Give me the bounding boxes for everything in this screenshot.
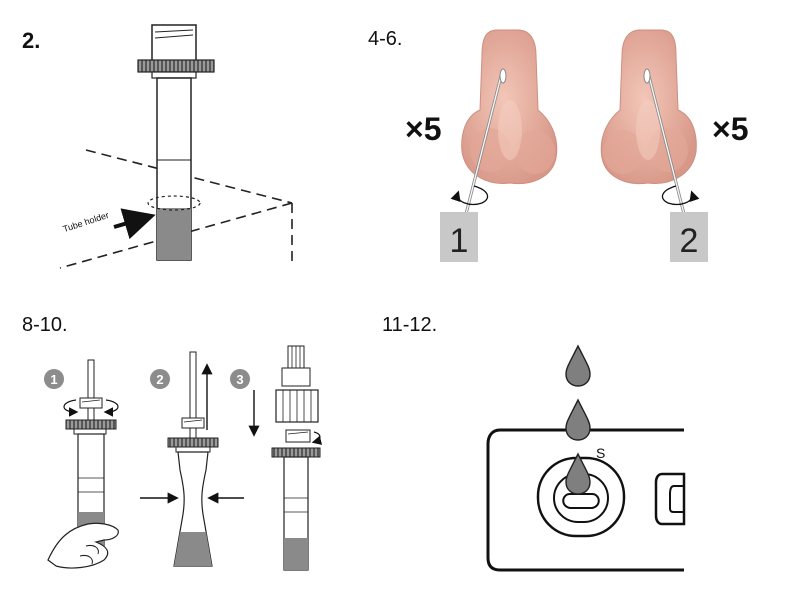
badge-3: 3 [236,372,243,387]
left-nose [450,29,558,215]
tube-liquid [157,208,191,260]
nasal-swab-panel: ×5 ×5 1 2 [405,29,748,262]
substep-squeeze-tube: 2 [140,351,244,567]
right-nose [600,29,700,215]
right-rotation-count: ×5 [712,111,748,147]
insert-arrow [113,208,156,240]
tube-in-holder-panel: Tube holder [59,24,293,269]
step-number-8-10: 8-10. [22,314,68,336]
rotate-arrow-left [450,185,489,206]
tube-cap-ring [137,59,215,73]
nostril-box-1 [440,212,478,262]
hand-icon [47,522,119,569]
badge-1: 1 [50,372,57,387]
drop-2-icon [565,398,591,441]
step-number-4-6: 4-6. [368,28,403,50]
step-number-2: 2. [22,28,41,53]
badge-2: 2 [156,372,163,387]
sample-well-letter: S [596,445,605,461]
swab-extraction-panel: 1 2 [44,345,323,571]
drop-1-icon [565,344,591,387]
nostril-number-1: 1 [450,222,469,260]
nostril-number-2: 2 [680,222,699,260]
test-tube [137,24,215,261]
nostril-box-2 [670,212,708,262]
rotate-arrow-right [661,185,700,206]
substep-rotate-swab: 1 [44,359,119,569]
holder-opening [147,195,201,211]
test-cassette-panel: S [486,344,686,572]
substep-attach-cap: 3 [230,345,323,571]
tube-holder-label: Tube holder [62,210,110,234]
drop-3-icon [565,452,591,495]
left-rotation-count: ×5 [405,111,441,147]
step-number-11-12: 11-12. [382,314,438,336]
